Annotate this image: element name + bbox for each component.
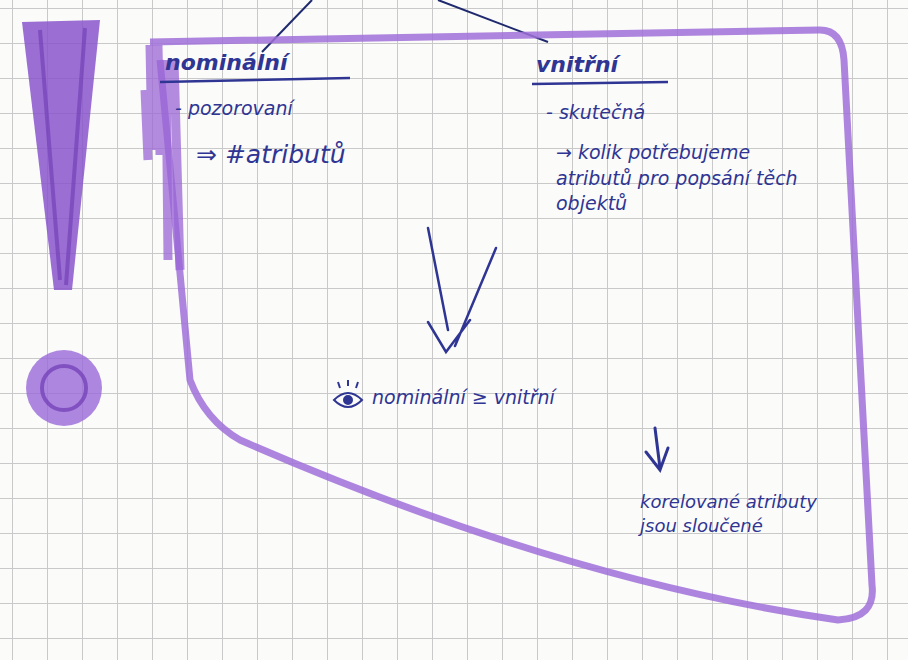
- underline: [532, 82, 668, 84]
- note-text: → kolik potřebujeme atributů pro popsání…: [556, 140, 806, 217]
- exclamation-dot: [42, 366, 86, 410]
- note-text: - skutečná: [546, 100, 645, 126]
- exclamation-bar: [40, 28, 85, 285]
- frame-outline: [150, 30, 872, 620]
- statement-text: nominální ≥ vnitřní: [372, 385, 555, 411]
- exclamation-dot: [26, 350, 102, 426]
- heading-text: nominální: [165, 48, 288, 78]
- underline: [160, 78, 350, 82]
- marker-stroke: [145, 45, 180, 270]
- heading-text: vnitřní: [536, 50, 618, 80]
- note-text: ⇒ #atributů: [196, 138, 346, 172]
- note-text: - pozorovaní: [175, 96, 293, 122]
- exclamation-bar: [22, 20, 100, 290]
- note-text: korelované atributy jsou sloučené: [640, 490, 820, 539]
- leader-line: [262, 0, 312, 52]
- down-arrow: [646, 428, 668, 470]
- down-arrow: [428, 228, 496, 352]
- eye-symbol: [334, 380, 362, 407]
